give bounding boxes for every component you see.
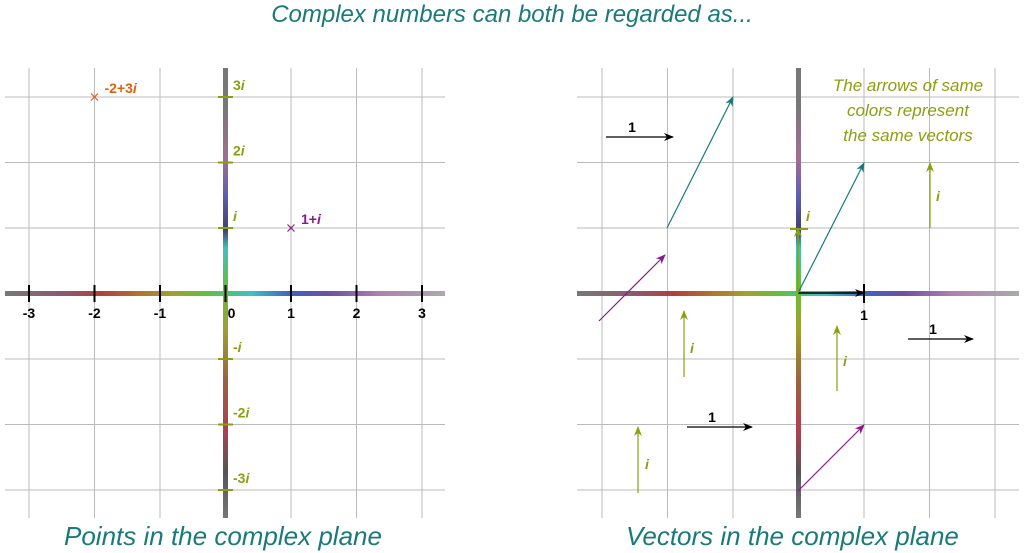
left-imag-tick-label: -2i xyxy=(233,405,250,421)
left-imag-tick-label: 2i xyxy=(233,143,246,159)
point-marker xyxy=(90,93,99,101)
vector-purple-b xyxy=(797,424,865,492)
point-marker xyxy=(287,224,295,232)
left-real-ticks: -3 -2 -1 0 1 2 3 xyxy=(23,285,426,321)
vector-i-b-label: i xyxy=(690,340,695,356)
right-note: The arrows of same colors represent the … xyxy=(833,76,983,145)
left-real-tick-label: -3 xyxy=(23,305,36,321)
right-vectors-purple xyxy=(598,254,865,492)
vector-i-c-label: i xyxy=(843,353,848,369)
left-imag-tick-label: -3i xyxy=(233,470,250,486)
point-label: -2+3i xyxy=(105,80,138,96)
note-line-2: colors represent xyxy=(847,101,970,120)
left-real-tick-label: 3 xyxy=(418,305,426,321)
left-real-tick-label: 0 xyxy=(228,305,236,321)
left-real-tick-label: 2 xyxy=(353,305,361,321)
vector-i-a-label: i xyxy=(936,188,941,204)
right-unit-label-real: 1 xyxy=(860,307,868,323)
note-line-1: The arrows of same xyxy=(833,76,983,95)
left-imag-tick-label: 3i xyxy=(233,77,246,93)
vector-i-d-label: i xyxy=(645,456,650,472)
right-vectors-teal xyxy=(666,96,865,294)
right-vectors-olive: i i i i xyxy=(634,162,941,493)
left-real-tick-label: -1 xyxy=(154,305,167,321)
left-caption: Points in the complex plane xyxy=(64,521,382,551)
right-unit-label-imag: i xyxy=(806,208,811,224)
left-imag-tick-label: -i xyxy=(233,339,243,355)
page-title: Complex numbers can both be regarded as.… xyxy=(271,1,753,28)
vector-one-a-label: 1 xyxy=(628,119,636,135)
vector-teal-origin xyxy=(797,162,865,294)
left-points: -2+3i 1+i xyxy=(90,80,322,232)
left-imag-tick-label: i xyxy=(233,208,238,224)
right-caption: Vectors in the complex plane xyxy=(626,521,959,551)
note-line-3: the same vectors xyxy=(843,126,973,145)
vector-one-b-label: 1 xyxy=(929,321,937,337)
left-real-tick-label: -2 xyxy=(88,305,101,321)
vector-teal-a xyxy=(666,96,734,229)
vector-one-c-label: 1 xyxy=(708,409,716,425)
vector-purple-a xyxy=(598,254,666,322)
right-vectors-black: 1 1 1 xyxy=(606,119,974,431)
point-label: 1+i xyxy=(301,211,322,227)
left-imag-ticks: 3i 2i i -i -2i -3i xyxy=(218,77,250,491)
left-real-tick-label: 1 xyxy=(287,305,295,321)
